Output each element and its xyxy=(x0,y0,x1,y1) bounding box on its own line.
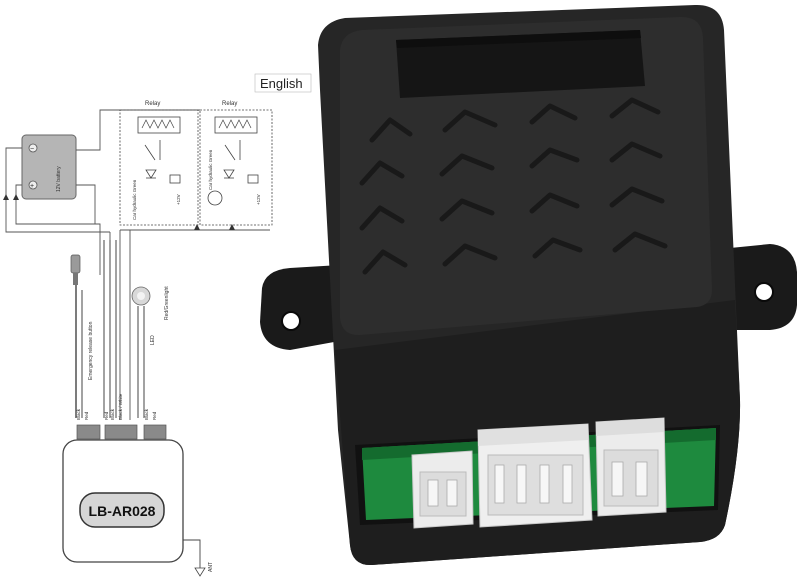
emergency-button-icon xyxy=(70,254,81,274)
relay-box-2 xyxy=(199,109,273,226)
ant-label: ANT xyxy=(208,562,214,572)
wire-red: Red xyxy=(84,411,89,420)
wire-red-3: Red xyxy=(152,411,157,420)
connector-4pin xyxy=(477,423,593,528)
emergency-label: Emergency release button xyxy=(88,321,94,380)
label-recess xyxy=(396,30,645,98)
wire-label-2: Car hydraulic Green xyxy=(208,149,213,190)
control-module-photo xyxy=(260,4,797,566)
connector-2pin xyxy=(411,450,474,529)
wiring-diagram: English − + 12V battery Relay xyxy=(3,73,312,577)
battery-plus: + xyxy=(30,183,34,190)
connector-2pin-right xyxy=(595,417,667,517)
relay-label-1: Relay xyxy=(145,101,160,107)
model-label: LB-AR028 xyxy=(89,503,156,519)
wire-black-white: Black / White xyxy=(118,393,123,420)
mounting-hole-left xyxy=(281,311,301,331)
relay-box-1 xyxy=(119,109,199,226)
language-label: English xyxy=(260,76,303,91)
wire-black-2: Black xyxy=(110,408,115,420)
relay-label-2: Relay xyxy=(222,101,237,107)
model-badge xyxy=(79,492,165,528)
led-color-label: Red/Greenlight xyxy=(164,286,170,320)
vent-pattern xyxy=(359,97,668,275)
v12-label-1: +12V xyxy=(176,194,181,205)
connector-plug-3 xyxy=(143,424,167,440)
language-badge xyxy=(254,73,312,93)
mounting-hole-right xyxy=(754,282,774,302)
connector-plug-2 xyxy=(104,424,138,440)
housing-top-face xyxy=(340,16,712,336)
wire-black-3: Black xyxy=(144,408,149,420)
v12-label-2: +12V xyxy=(256,194,261,205)
led-label: LED xyxy=(150,335,156,345)
wire-label-1: Car hydraulic Green xyxy=(132,179,137,220)
mounting-ear-left xyxy=(260,265,345,350)
wire-black: Black xyxy=(76,408,81,420)
connector-plug-1 xyxy=(76,424,101,440)
battery-minus: − xyxy=(30,146,34,153)
battery-label: 12V battery xyxy=(56,166,62,192)
wire-red-2: Red xyxy=(104,411,109,420)
